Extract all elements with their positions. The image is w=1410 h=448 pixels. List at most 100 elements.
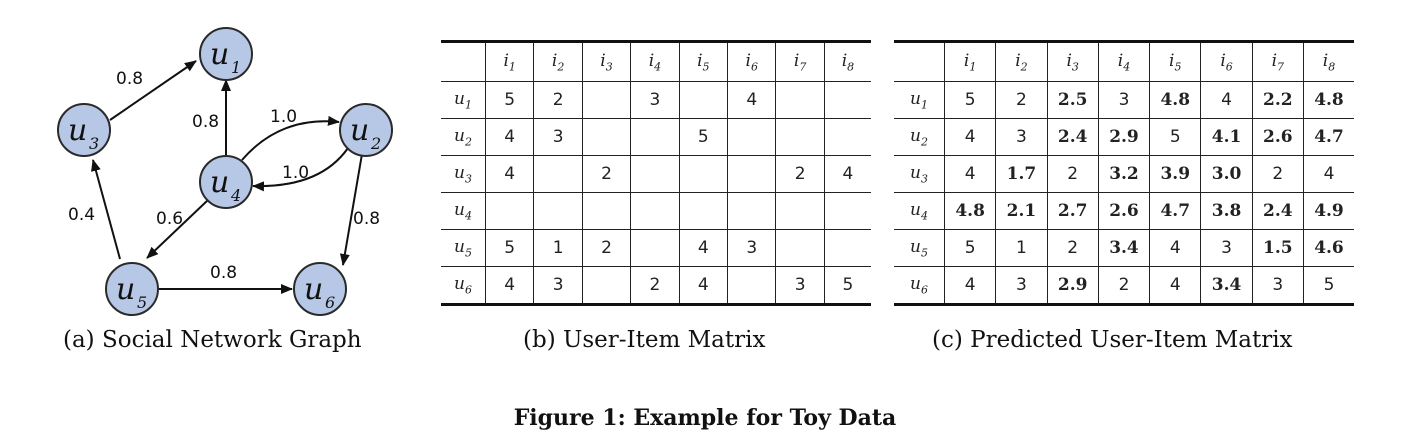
edge-weight-u2-u6: 0.8 bbox=[353, 209, 380, 229]
table-cell: 2 bbox=[533, 81, 583, 119]
edge-weight-u5-u3: 0.4 bbox=[68, 205, 95, 225]
table-cell: 3 bbox=[995, 266, 1048, 306]
table-cell: 4 bbox=[678, 229, 729, 267]
col-subscript: 7 bbox=[1277, 60, 1285, 74]
table-cell: 5 bbox=[943, 81, 997, 119]
matrix-c-row-header: u1 bbox=[894, 81, 945, 119]
matrix-c-col-header: i8 bbox=[1302, 40, 1354, 82]
table-cell bbox=[775, 192, 825, 230]
table-cell bbox=[823, 118, 871, 156]
matrix-b-col-header: i3 bbox=[581, 40, 632, 82]
table-cell: 1 bbox=[995, 229, 1048, 267]
col-subscript: 4 bbox=[1123, 60, 1131, 74]
edge-weight-u2-u4: 1.0 bbox=[282, 163, 309, 183]
table-cell: 5 bbox=[1302, 266, 1354, 306]
row-subscript: 2 bbox=[464, 135, 472, 149]
col-letter: i bbox=[1169, 50, 1175, 71]
row-subscript: 6 bbox=[920, 283, 928, 297]
matrix-b-col-header: i1 bbox=[484, 40, 535, 82]
table-cell: 2 bbox=[581, 155, 632, 193]
matrix-b-col-header: i5 bbox=[678, 40, 729, 82]
table-cell: 4.8 bbox=[1302, 81, 1354, 119]
table-cell: 4.6 bbox=[1302, 229, 1354, 267]
node-u2-letter: u bbox=[350, 113, 369, 148]
col-subscript: 3 bbox=[605, 60, 613, 74]
table-cell: 1 bbox=[533, 229, 583, 267]
row-letter: u bbox=[454, 125, 465, 146]
table-cell: 5 bbox=[1149, 118, 1202, 156]
node-u6-letter: u bbox=[304, 272, 323, 307]
table-cell bbox=[823, 192, 871, 230]
matrix-b-row-header: u2 bbox=[441, 118, 486, 156]
matrix-b-row-header: u4 bbox=[441, 192, 486, 230]
col-subscript: 5 bbox=[702, 60, 710, 74]
row-letter: u bbox=[910, 273, 921, 294]
row-subscript: 4 bbox=[464, 209, 472, 223]
table-cell: 3 bbox=[533, 266, 583, 306]
col-letter: i bbox=[841, 50, 848, 71]
table-cell: 4.7 bbox=[1149, 192, 1202, 230]
col-letter: i bbox=[697, 50, 703, 71]
table-cell: 3 bbox=[533, 118, 583, 156]
table-cell: 4 bbox=[484, 266, 535, 306]
figure-title: Figure 1: Example for Toy Data bbox=[513, 405, 897, 431]
table-cell: 1.5 bbox=[1251, 229, 1304, 267]
col-letter: i bbox=[793, 50, 800, 71]
table-cell bbox=[630, 155, 680, 193]
row-letter: u bbox=[454, 88, 465, 109]
table-cell bbox=[823, 229, 871, 267]
col-subscript: 7 bbox=[799, 60, 807, 74]
caption-predicted-matrix: (c) Predicted User-Item Matrix bbox=[932, 327, 1293, 353]
row-subscript: 1 bbox=[464, 98, 472, 112]
table-cell bbox=[775, 81, 825, 119]
table-cell: 1.7 bbox=[995, 155, 1048, 193]
matrix-b-col-header: i2 bbox=[533, 40, 583, 82]
table-cell: 3 bbox=[1200, 229, 1253, 267]
table-cell: 2.1 bbox=[995, 192, 1048, 230]
table-cell bbox=[678, 192, 729, 230]
table-cell: 2 bbox=[1097, 266, 1151, 306]
col-subscript: 5 bbox=[1174, 60, 1182, 74]
node-u3: u 3 bbox=[57, 103, 111, 157]
table-cell bbox=[630, 192, 680, 230]
table-cell: 3 bbox=[727, 229, 777, 267]
matrix-c-col-header: i4 bbox=[1097, 40, 1151, 82]
caption-social-network-graph: (a) Social Network Graph bbox=[63, 327, 362, 353]
row-subscript: 1 bbox=[920, 98, 928, 112]
node-u6: u 6 bbox=[293, 262, 347, 316]
table-cell bbox=[727, 155, 777, 193]
table-cell: 2 bbox=[775, 155, 825, 193]
col-subscript: 6 bbox=[750, 60, 758, 74]
row-letter: u bbox=[454, 236, 465, 257]
col-letter: i bbox=[600, 50, 606, 71]
col-letter: i bbox=[745, 50, 751, 71]
matrix-b-row-header: u1 bbox=[441, 81, 486, 119]
table-cell: 3 bbox=[995, 118, 1048, 156]
matrix-b-row-header: u3 bbox=[441, 155, 486, 193]
table-cell: 4.8 bbox=[943, 192, 997, 230]
table-cell: 4 bbox=[727, 81, 777, 119]
table-cell: 2.4 bbox=[1251, 192, 1304, 230]
matrix-c-col-header: i7 bbox=[1251, 40, 1304, 82]
table-cell: 4 bbox=[1149, 266, 1202, 306]
row-letter: u bbox=[454, 162, 465, 183]
table-cell: 4 bbox=[678, 266, 729, 306]
table-cell bbox=[581, 118, 632, 156]
col-letter: i bbox=[1066, 50, 1072, 71]
row-letter: u bbox=[454, 273, 465, 294]
table-cell: 3 bbox=[630, 81, 680, 119]
row-subscript: 5 bbox=[464, 246, 472, 260]
table-cell: 3 bbox=[775, 266, 825, 306]
matrix-c-corner-cell bbox=[894, 40, 945, 82]
table-cell: 4 bbox=[1200, 81, 1253, 119]
row-subscript: 2 bbox=[920, 135, 928, 149]
table-cell: 2 bbox=[1046, 155, 1099, 193]
matrix-c-row-header: u5 bbox=[894, 229, 945, 267]
